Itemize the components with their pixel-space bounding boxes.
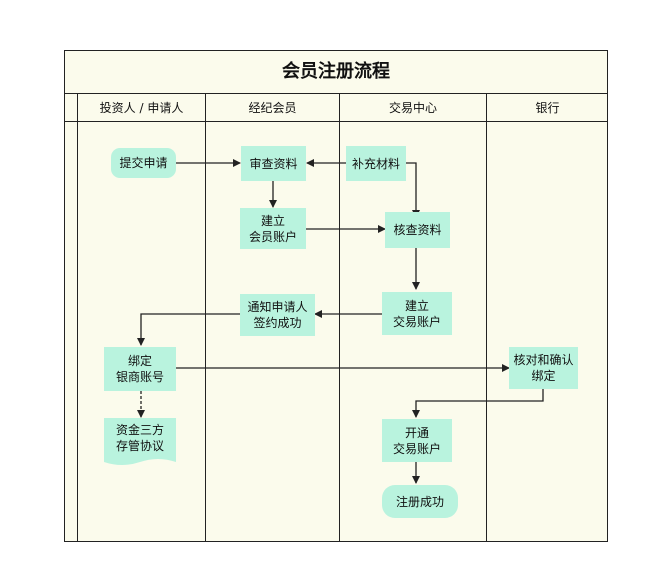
node-verify-label: 核查资料 <box>393 223 442 237</box>
node-done-label: 注册成功 <box>395 494 444 509</box>
node-submit-label: 提交申请 <box>119 156 168 170</box>
node-supplement: 补充材料 <box>346 146 406 181</box>
arrow-supplement-to-verify <box>406 162 420 218</box>
node-reconcile-line2: 绑定 <box>531 369 556 383</box>
diagram-title: 会员注册流程 <box>282 61 390 82</box>
lane-left-margin <box>77 94 78 542</box>
lane-divider-2 <box>339 94 340 542</box>
node-bind-bank-line1: 绑定 <box>127 354 152 368</box>
node-create-member-account: 建立 会员账户 <box>240 208 306 249</box>
node-notify: 通知申请人 签约成功 <box>240 294 315 336</box>
node-open-trade-account-line2: 交易账户 <box>392 441 441 456</box>
node-notify-line2: 签约成功 <box>253 316 302 330</box>
title-divider <box>64 93 608 94</box>
node-create-member-account-line1: 建立 <box>260 213 285 228</box>
node-review-label: 审查资料 <box>249 156 298 171</box>
node-supplement-label: 补充材料 <box>351 156 400 171</box>
arrow-notify-to-bind <box>137 313 240 346</box>
lane-header-broker: 经纪会员 <box>248 101 297 115</box>
node-reconcile-line1: 核对和确认 <box>513 353 574 367</box>
lane-header-investor: 投资人 / 申请人 <box>99 101 184 115</box>
lane-divider-3 <box>486 94 487 542</box>
node-bind-bank-line2: 银商账号 <box>115 370 164 384</box>
lane-header-bank: 银行 <box>535 101 560 115</box>
node-verify: 核查资料 <box>385 212 450 248</box>
node-custody: 资金三方 存管协议 <box>104 420 176 456</box>
lane-header-exchange: 交易中心 <box>388 101 437 115</box>
arrow-reconcile-to-open <box>412 389 544 418</box>
node-create-member-account-line2: 会员账户 <box>248 229 297 244</box>
node-create-trade-account-line1: 建立 <box>404 298 429 313</box>
node-custody-line1: 资金三方 <box>115 423 164 437</box>
node-open-trade-account: 开通 交易账户 <box>382 419 452 462</box>
node-bind-bank: 绑定 银商账号 <box>104 347 176 391</box>
node-review: 审查资料 <box>241 146 306 181</box>
diagram-frame <box>64 50 608 542</box>
node-custody-line2: 存管协议 <box>115 439 164 453</box>
header-divider <box>64 121 608 122</box>
node-reconcile: 核对和确认 绑定 <box>509 347 578 389</box>
node-submit: 提交申请 <box>111 148 176 178</box>
node-notify-line1: 通知申请人 <box>247 300 308 314</box>
lane-divider-1 <box>205 94 206 542</box>
node-open-trade-account-line1: 开通 <box>404 425 429 440</box>
node-done: 注册成功 <box>382 485 458 518</box>
node-create-trade-account: 建立 交易账户 <box>382 292 452 335</box>
custody-document-shape <box>104 418 176 465</box>
node-create-trade-account-line2: 交易账户 <box>392 314 441 329</box>
